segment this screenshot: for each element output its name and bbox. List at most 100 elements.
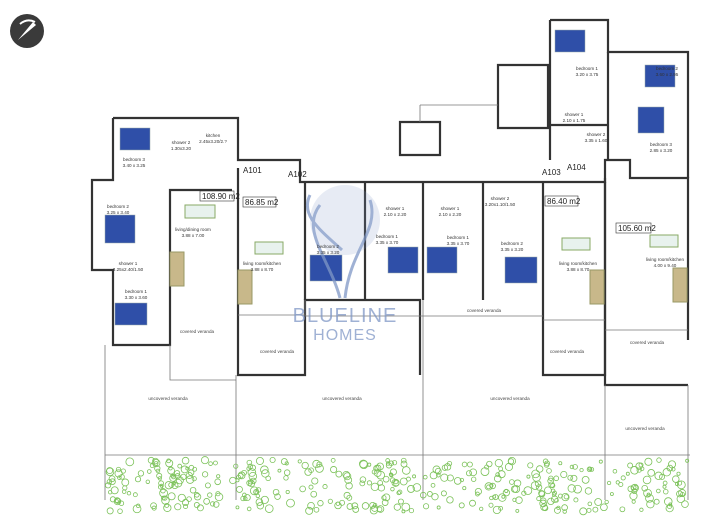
shrub	[361, 502, 370, 510]
shrub	[544, 486, 552, 495]
shrub	[542, 458, 549, 465]
room-size: 3.30 x 3.60	[125, 295, 148, 300]
shrub	[547, 497, 555, 506]
shrub	[436, 505, 441, 510]
shrub	[283, 469, 291, 476]
covered-veranda-label: covered veranda	[550, 349, 585, 354]
shrub	[459, 477, 465, 483]
shrub	[412, 483, 422, 492]
shrub	[249, 486, 259, 496]
shrub	[327, 498, 333, 504]
watermark-line1: BLUELINE	[293, 305, 398, 327]
shrub	[446, 496, 454, 504]
unit-id: A103	[542, 168, 561, 177]
shrub	[636, 467, 642, 473]
shrub	[109, 478, 116, 485]
shrub	[186, 496, 192, 502]
shrub	[385, 458, 390, 463]
shrub	[343, 472, 352, 481]
shrub	[631, 499, 636, 504]
room-name: bedroom 3	[650, 142, 672, 147]
shrub	[240, 495, 246, 502]
shrub	[547, 477, 554, 485]
watermark-line2: HOMES	[313, 327, 377, 344]
shrub	[236, 485, 243, 493]
shrub	[563, 494, 569, 500]
shrub	[502, 489, 510, 497]
shrub	[155, 468, 161, 474]
shrub	[600, 503, 608, 512]
shrub	[586, 507, 592, 513]
shrub	[440, 490, 447, 497]
shrub	[106, 507, 114, 515]
unit-area: 86.85 m2	[245, 198, 279, 207]
shrub	[371, 469, 377, 475]
shrub	[471, 476, 477, 482]
room-name: kitchen	[206, 133, 221, 138]
shrub	[530, 481, 540, 490]
shrub	[666, 464, 674, 472]
shrub	[393, 503, 401, 511]
shrub	[114, 469, 123, 478]
shrub	[569, 464, 575, 470]
room-name: living room/kitchen	[646, 257, 684, 262]
shrub	[426, 491, 433, 497]
shrub	[662, 480, 668, 486]
shrub	[630, 483, 639, 492]
room-name: shower 2	[491, 196, 510, 201]
shrub	[579, 507, 588, 516]
shrub	[675, 482, 679, 486]
shrub	[542, 505, 549, 512]
room-name: shower 2	[172, 140, 191, 145]
beds	[104, 29, 676, 326]
shrub	[135, 503, 141, 509]
shrub	[214, 492, 224, 502]
shrub	[174, 503, 182, 511]
shrub	[308, 467, 314, 473]
shrub	[515, 496, 523, 504]
shrub	[606, 480, 612, 486]
shrub	[581, 476, 590, 484]
shrub	[667, 503, 672, 509]
shrub	[307, 502, 315, 510]
shrub	[641, 484, 649, 492]
shrub	[121, 478, 130, 487]
shrub	[115, 466, 122, 473]
uncovered-veranda-label: uncovered veranda	[148, 396, 188, 401]
shrub	[509, 479, 515, 485]
shrub	[105, 482, 112, 489]
shrub	[412, 474, 417, 479]
shrub	[185, 475, 195, 484]
shrub	[554, 506, 561, 514]
shrub	[215, 491, 221, 497]
shrub	[573, 497, 579, 503]
shrub	[159, 483, 164, 488]
shrub	[213, 460, 218, 466]
unit-id: A102	[288, 170, 307, 179]
shrub	[204, 482, 211, 489]
room-name: bedroom 1	[376, 234, 398, 239]
shrub	[436, 472, 441, 478]
shrub	[430, 482, 436, 488]
shrub	[586, 466, 593, 473]
shrub	[534, 480, 542, 488]
room-size: 3.60 x 2.95	[656, 72, 679, 77]
shrub	[676, 490, 683, 498]
shrub	[458, 502, 465, 509]
shrub	[391, 460, 398, 466]
shrub	[264, 504, 274, 513]
shrub	[167, 492, 176, 501]
room-name: living room/kitchen	[559, 261, 597, 266]
shrub	[515, 508, 520, 513]
shrub	[299, 485, 306, 493]
shrub	[488, 502, 494, 508]
shrub	[484, 464, 490, 470]
shrub	[255, 457, 264, 465]
shrub	[615, 480, 620, 485]
shrub	[351, 502, 359, 510]
shrub	[174, 470, 181, 477]
shrub	[556, 505, 561, 510]
shrub	[344, 476, 353, 484]
shrub	[191, 476, 197, 482]
shrub	[260, 495, 269, 504]
